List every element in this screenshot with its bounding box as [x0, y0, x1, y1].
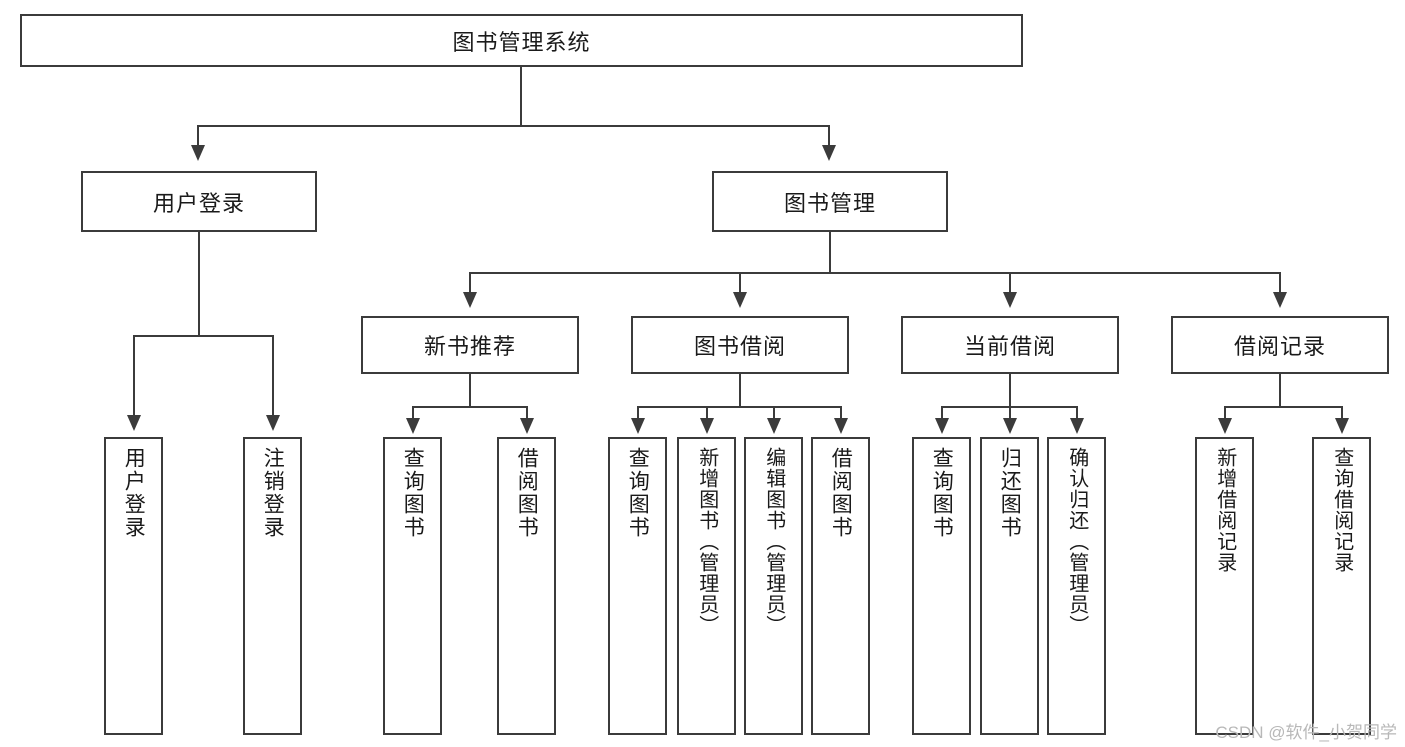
arrow-currentborrow-leaf-3: [1070, 418, 1084, 434]
connector-bookborrow-drop-1: [637, 406, 639, 420]
arrow-bookborrow-leaf-3: [767, 418, 781, 434]
connector-newbook-drop-1: [412, 406, 414, 420]
node-current-borrow[interactable]: 当前借阅: [901, 316, 1119, 374]
connector-root-to-book-mgmt: [828, 125, 830, 147]
node-label: 用户登录: [152, 190, 245, 216]
connector-currentborrow-drop-2: [1009, 406, 1011, 420]
leaf-borrow-book[interactable]: 借阅图书: [811, 437, 870, 735]
arrow-newbook-leaf-2: [520, 418, 534, 434]
leaf-label: 归还图书: [998, 447, 1022, 539]
leaf-label: 借阅图书: [829, 447, 853, 539]
connector-bookborrow-trunk: [739, 374, 741, 407]
connector-newbook-trunk: [469, 374, 471, 407]
arrow-to-user-login: [191, 145, 205, 161]
connector-borrowrecord-drop-2: [1341, 406, 1343, 420]
connector-user-login-drop-1: [133, 335, 135, 417]
leaf-label: 查询图书: [626, 447, 650, 539]
leaf-edit-book-admin[interactable]: 编辑图书（管理员）: [744, 437, 803, 735]
connector-bookmgmt-drop-borrow-record: [1279, 272, 1281, 294]
connector-bookmgmt-drop-current-borrow: [1009, 272, 1011, 294]
connector-root-to-user-login: [197, 125, 199, 147]
node-label: 新书推荐: [423, 334, 516, 359]
connector-bookborrow-drop-4: [840, 406, 842, 420]
leaf-confirm-return-admin[interactable]: 确认归还（管理员）: [1047, 437, 1106, 735]
node-book-management[interactable]: 图书管理: [712, 171, 948, 232]
arrow-bookborrow-leaf-4: [834, 418, 848, 434]
node-borrow-record[interactable]: 借阅记录: [1171, 316, 1389, 374]
connector-bookmgmt-drop-book-borrow: [739, 272, 741, 294]
csdn-watermark: CSDN @软件_小贺同学: [1215, 723, 1397, 742]
connector-currentborrow-drop-1: [941, 406, 943, 420]
connector-borrowrecord-drop-1: [1224, 406, 1226, 420]
leaf-label: 确认归还（管理员）: [1065, 447, 1088, 636]
leaf-user-login[interactable]: 用户登录: [104, 437, 163, 735]
connector-root-bus: [197, 125, 830, 127]
arrow-borrowrecord-leaf-1: [1218, 418, 1232, 434]
node-user-login[interactable]: 用户登录: [81, 171, 317, 232]
arrow-to-borrow-record: [1273, 292, 1287, 308]
arrow-to-leaf-logout: [266, 415, 280, 431]
connector-book-mgmt-bus: [469, 272, 1279, 274]
leaf-label: 查询借阅记录: [1330, 447, 1353, 573]
connector-currentborrow-trunk: [1009, 374, 1011, 407]
arrow-bookborrow-leaf-2: [700, 418, 714, 434]
leaf-borrow-book-newbook[interactable]: 借阅图书: [497, 437, 556, 735]
leaf-label: 借阅图书: [515, 447, 539, 539]
node-label: 当前借阅: [963, 334, 1056, 359]
leaf-query-book-current[interactable]: 查询图书: [912, 437, 971, 735]
leaf-label: 编辑图书（管理员）: [762, 447, 785, 636]
connector-borrowrecord-trunk: [1279, 374, 1281, 407]
arrow-to-new-book: [463, 292, 477, 308]
node-root-system[interactable]: 图书管理系统: [20, 14, 1023, 67]
arrow-to-leaf-user-login: [127, 415, 141, 431]
node-label: 借阅记录: [1233, 334, 1326, 359]
connector-user-login-drop-2: [272, 335, 274, 417]
connector-user-login-bus: [133, 335, 274, 337]
connector-newbook-bus: [412, 406, 528, 408]
leaf-query-borrow-record[interactable]: 查询借阅记录: [1312, 437, 1371, 735]
node-book-borrow[interactable]: 图书借阅: [631, 316, 849, 374]
leaf-query-book-borrow[interactable]: 查询图书: [608, 437, 667, 735]
node-label: 图书借阅: [693, 334, 786, 359]
arrow-bookborrow-leaf-1: [631, 418, 645, 434]
leaf-label: 查询图书: [401, 447, 425, 539]
connector-user-login-trunk: [198, 232, 200, 336]
leaf-add-borrow-record[interactable]: 新增借阅记录: [1195, 437, 1254, 735]
leaf-query-book-newbook[interactable]: 查询图书: [383, 437, 442, 735]
arrow-to-book-borrow: [733, 292, 747, 308]
node-new-book-recommend[interactable]: 新书推荐: [361, 316, 579, 374]
arrow-borrowrecord-leaf-2: [1335, 418, 1349, 434]
connector-newbook-drop-2: [526, 406, 528, 420]
leaf-add-book-admin[interactable]: 新增图书（管理员）: [677, 437, 736, 735]
arrow-newbook-leaf-1: [406, 418, 420, 434]
connector-bookborrow-drop-2: [706, 406, 708, 420]
leaf-label: 注销登录: [261, 447, 285, 539]
leaf-label: 用户登录: [122, 447, 146, 539]
arrow-currentborrow-leaf-1: [935, 418, 949, 434]
node-label: 图书管理: [783, 190, 876, 216]
connector-book-mgmt-trunk: [829, 232, 831, 273]
connector-borrowrecord-bus: [1224, 406, 1343, 408]
node-label: 图书管理系统: [452, 29, 591, 55]
leaf-label: 新增借阅记录: [1213, 447, 1236, 573]
arrow-currentborrow-leaf-2: [1003, 418, 1017, 434]
arrow-to-book-mgmt: [822, 145, 836, 161]
leaf-label: 新增图书（管理员）: [695, 447, 718, 636]
connector-currentborrow-drop-3: [1076, 406, 1078, 420]
connector-bookborrow-drop-3: [773, 406, 775, 420]
connector-root-trunk: [520, 67, 522, 126]
connector-bookmgmt-drop-new-book: [469, 272, 471, 294]
leaf-logout[interactable]: 注销登录: [243, 437, 302, 735]
arrow-to-current-borrow: [1003, 292, 1017, 308]
leaf-label: 查询图书: [930, 447, 954, 539]
connector-bookborrow-bus: [637, 406, 842, 408]
leaf-return-book[interactable]: 归还图书: [980, 437, 1039, 735]
